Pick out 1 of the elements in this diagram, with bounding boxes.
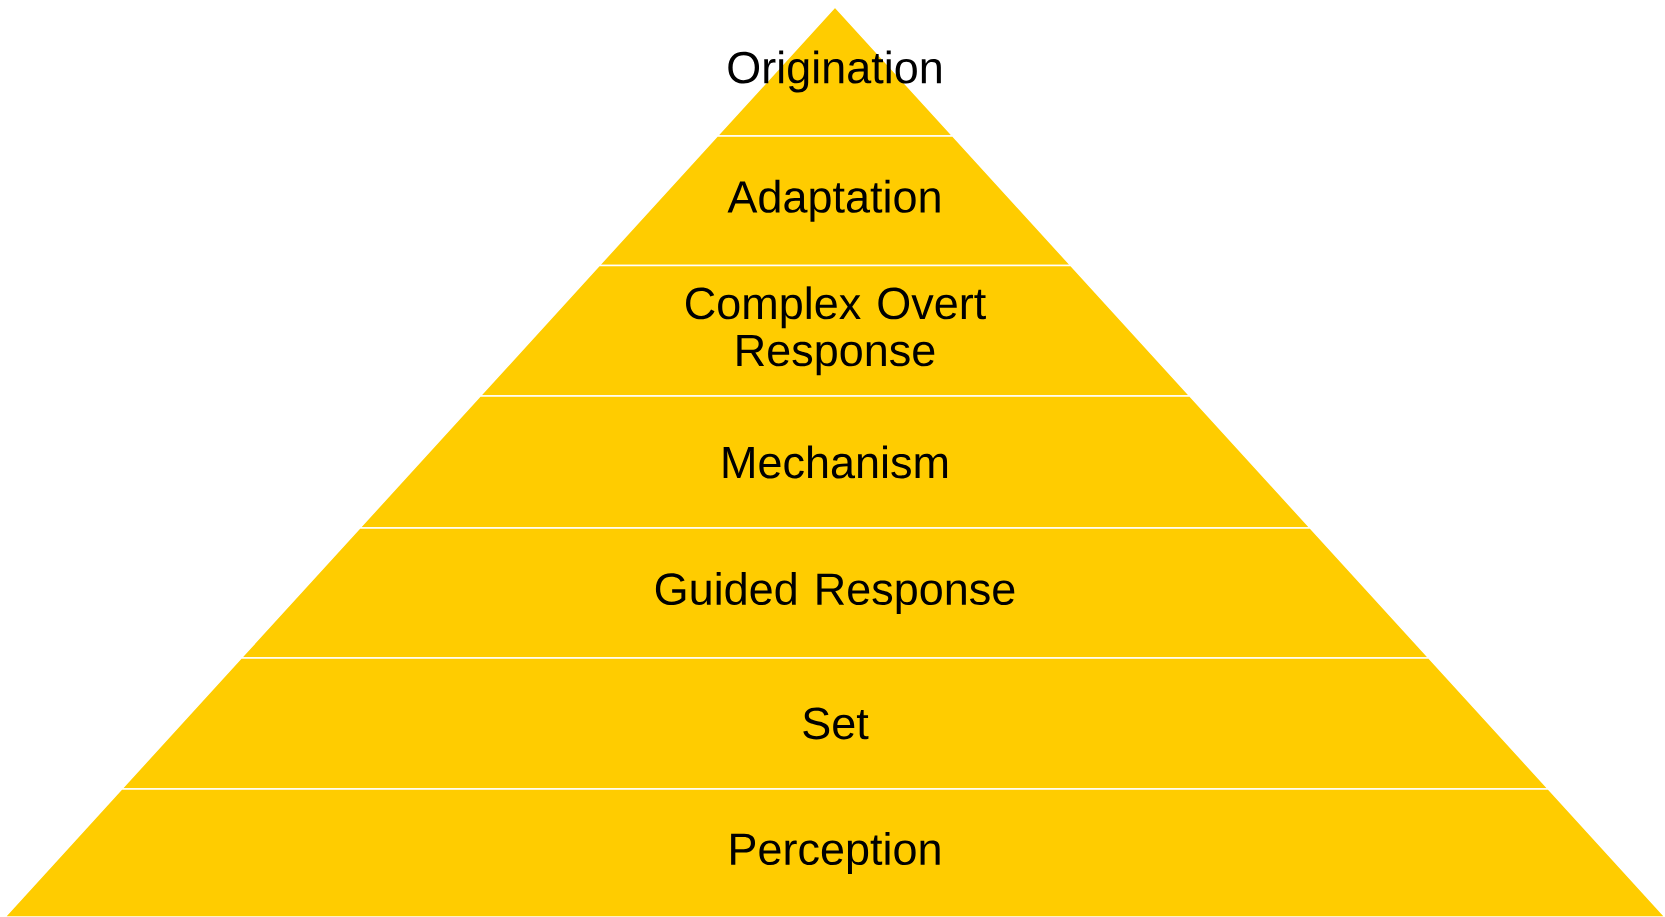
pyramid-level: Set — [120, 657, 1550, 790]
